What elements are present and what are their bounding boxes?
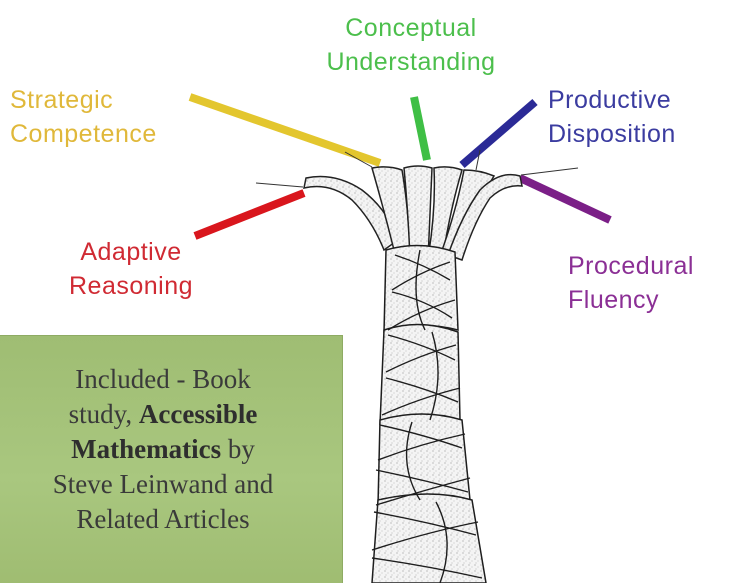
note-line2: study, Accessible — [0, 397, 336, 432]
note-line2-plain: study, — [68, 399, 139, 429]
note-line4: Steve Leinwand and — [0, 467, 336, 502]
label-productive-disposition: Productive Disposition — [548, 83, 676, 151]
rope-braid-twists — [371, 249, 483, 583]
note-line3: Mathematics by — [0, 432, 336, 467]
rope-braid-body — [371, 244, 487, 583]
note-book-title-part2: Mathematics — [71, 434, 222, 464]
note-book-title-part1: Accessible — [138, 399, 258, 429]
label-adaptive-line2: Reasoning — [68, 272, 194, 300]
label-productive-line2: Disposition — [548, 120, 676, 148]
note-line3-plain: by — [221, 434, 255, 464]
label-adaptive-line1: Adaptive — [80, 238, 182, 266]
label-conceptual-line2: Understanding — [326, 48, 496, 76]
label-procedural-fluency: Procedural Fluency — [568, 249, 694, 317]
note-line1: Included - Book — [75, 364, 251, 394]
note-text: Included - Book study, Accessible Mathem… — [0, 362, 336, 537]
label-adaptive-reasoning: Adaptive Reasoning — [38, 235, 224, 303]
adaptive-pointer-line — [193, 189, 306, 240]
label-productive-line1: Productive — [548, 86, 672, 114]
label-procedural-line1: Procedural — [568, 252, 694, 280]
label-strategic-line2: Competence — [10, 120, 157, 148]
frayed-fibers — [255, 149, 579, 188]
strategic-pointer-line — [188, 93, 382, 167]
label-conceptual-line1: Conceptual — [345, 14, 477, 42]
label-strategic-line1: Strategic — [10, 86, 114, 114]
productive-pointer-line — [459, 98, 538, 169]
label-strategic-competence: Strategic Competence — [10, 83, 157, 151]
procedural-pointer-line — [518, 174, 612, 224]
rope-top-strands — [303, 165, 523, 264]
note-line4-plain: and — [227, 469, 274, 499]
note-line5: Related Articles — [76, 504, 250, 534]
note-box — [0, 335, 343, 583]
note-author: Steve Leinwand — [52, 469, 228, 499]
label-conceptual-understanding: Conceptual Understanding — [298, 11, 524, 79]
conceptual-pointer-line — [410, 96, 431, 161]
label-procedural-line2: Fluency — [568, 286, 660, 314]
